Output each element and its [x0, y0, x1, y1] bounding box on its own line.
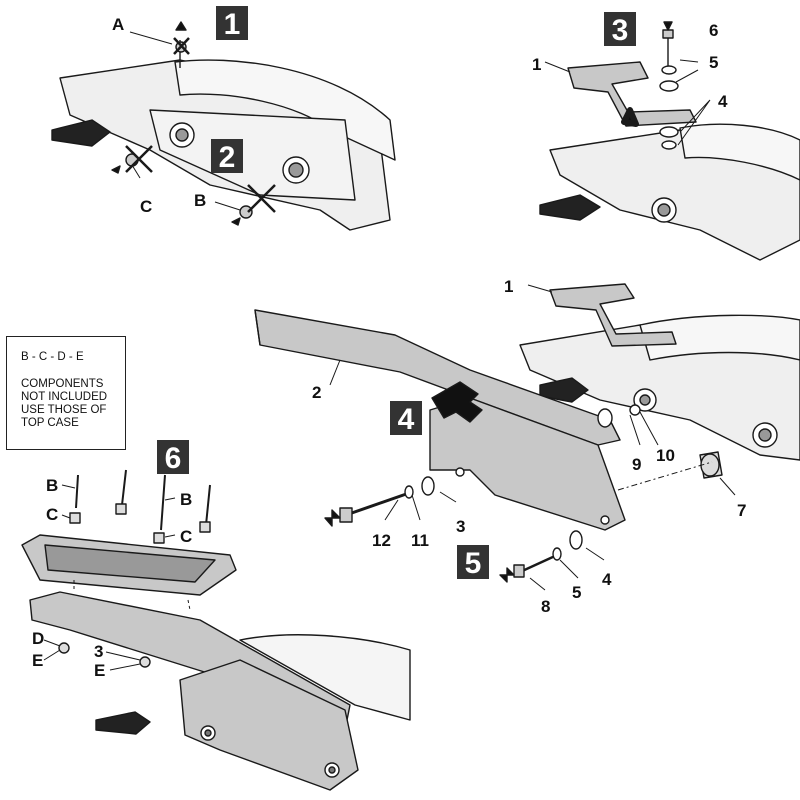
label-6: 6: [709, 21, 718, 40]
note-line-2: NOT INCLUDED: [21, 391, 108, 403]
label-d: D: [32, 629, 44, 648]
panel-bracket-fitting: [539, 21, 800, 261]
step-6-label: 6: [165, 442, 182, 475]
step-box-6: [157, 440, 189, 474]
label-2: 2: [312, 383, 321, 402]
step-3-label: 3: [612, 14, 629, 47]
label-3-panel4: 3: [456, 517, 465, 536]
note-title: B - C - D - E: [21, 351, 84, 363]
label-4-panel5: 4: [602, 570, 612, 589]
label-e-left: E: [32, 651, 43, 670]
step-box-2: [211, 139, 243, 173]
label-1-panel4: 1: [504, 277, 513, 296]
step-5-label: 5: [465, 547, 482, 580]
note-line-1: COMPONENTS: [21, 378, 104, 390]
label-a: A: [112, 15, 124, 34]
label-8: 8: [541, 597, 550, 616]
label-1-panel3: 1: [532, 55, 541, 74]
label-c-top-left: C: [46, 505, 58, 524]
label-3-panel6: 3: [94, 642, 103, 661]
label-4-panel3: 4: [718, 92, 728, 111]
step-2-label: 2: [219, 141, 236, 174]
label-b-top-right: B: [180, 490, 192, 509]
label-10: 10: [656, 446, 675, 465]
label-e-right: E: [94, 661, 105, 680]
step-4-label: 4: [398, 403, 415, 436]
label-9: 9: [632, 455, 641, 474]
label-7: 7: [737, 501, 746, 520]
label-5-panel5: 5: [572, 583, 581, 602]
callout-labels: A C B 1 6 5 4 1 2 12 11 3 9 10 7 8 5 4 B…: [32, 15, 746, 680]
label-5-panel3: 5: [709, 53, 718, 72]
panel-top-plate: [21, 469, 411, 791]
step-box-3: [604, 12, 636, 46]
panel-rack-assembly: [254, 283, 800, 583]
label-11: 11: [411, 531, 429, 550]
step-box-4: [390, 401, 422, 435]
step-boxes: 1 2 3 4 5 6: [157, 6, 636, 580]
step-box-1: [216, 6, 248, 40]
components-note-box: B - C - D - E COMPONENTS NOT INCLUDED US…: [6, 336, 126, 450]
label-c-top-right: C: [180, 527, 192, 546]
label-b-top-left: B: [46, 476, 58, 495]
label-c-panel1: C: [140, 197, 152, 216]
label-b-panel2: B: [194, 191, 206, 210]
step-box-5: [457, 545, 489, 579]
panel-removal: [51, 21, 396, 231]
step-1-label: 1: [224, 8, 241, 41]
note-line-3: USE THOSE OF: [21, 404, 107, 416]
note-line-4: TOP CASE: [21, 417, 79, 429]
label-12: 12: [372, 531, 391, 550]
